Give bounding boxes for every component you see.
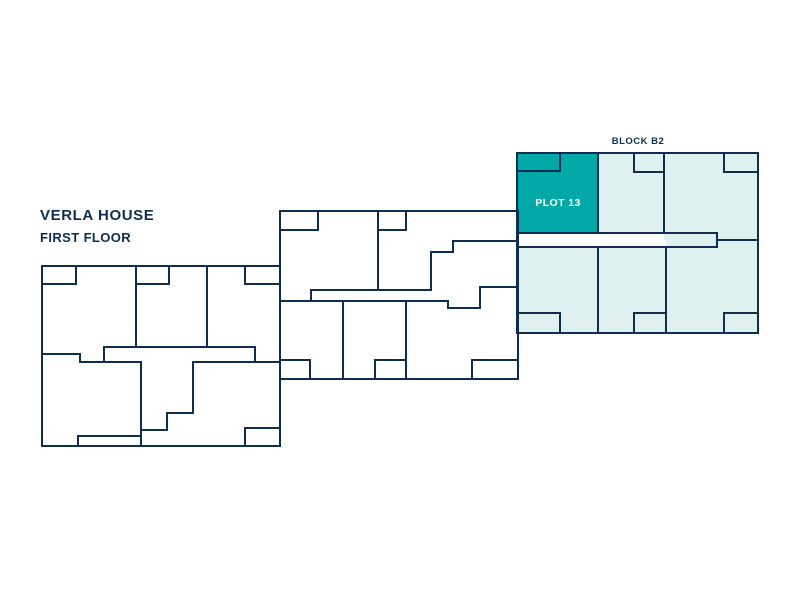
east-block-b2 <box>516 152 759 334</box>
block-label: BLOCK B2 <box>611 136 665 147</box>
middle-wing <box>279 210 519 380</box>
unit-b2-top-middle[interactable] <box>598 153 664 233</box>
unit-b2-bottom-left[interactable] <box>517 247 598 333</box>
plot-13-unit[interactable] <box>517 153 598 233</box>
unit-b2-bottom-middle[interactable] <box>598 247 666 333</box>
block-b2-units <box>517 153 758 333</box>
unit-b2-bottom-right[interactable] <box>666 240 758 333</box>
floor-label: FIRST FLOOR <box>40 230 132 245</box>
building-title: VERLA HOUSE <box>40 207 155 224</box>
unit-b2-top-right[interactable] <box>664 153 758 240</box>
west-wing <box>41 265 281 447</box>
plot-13-label[interactable]: PLOT 13 <box>535 197 581 209</box>
walls <box>41 152 759 447</box>
